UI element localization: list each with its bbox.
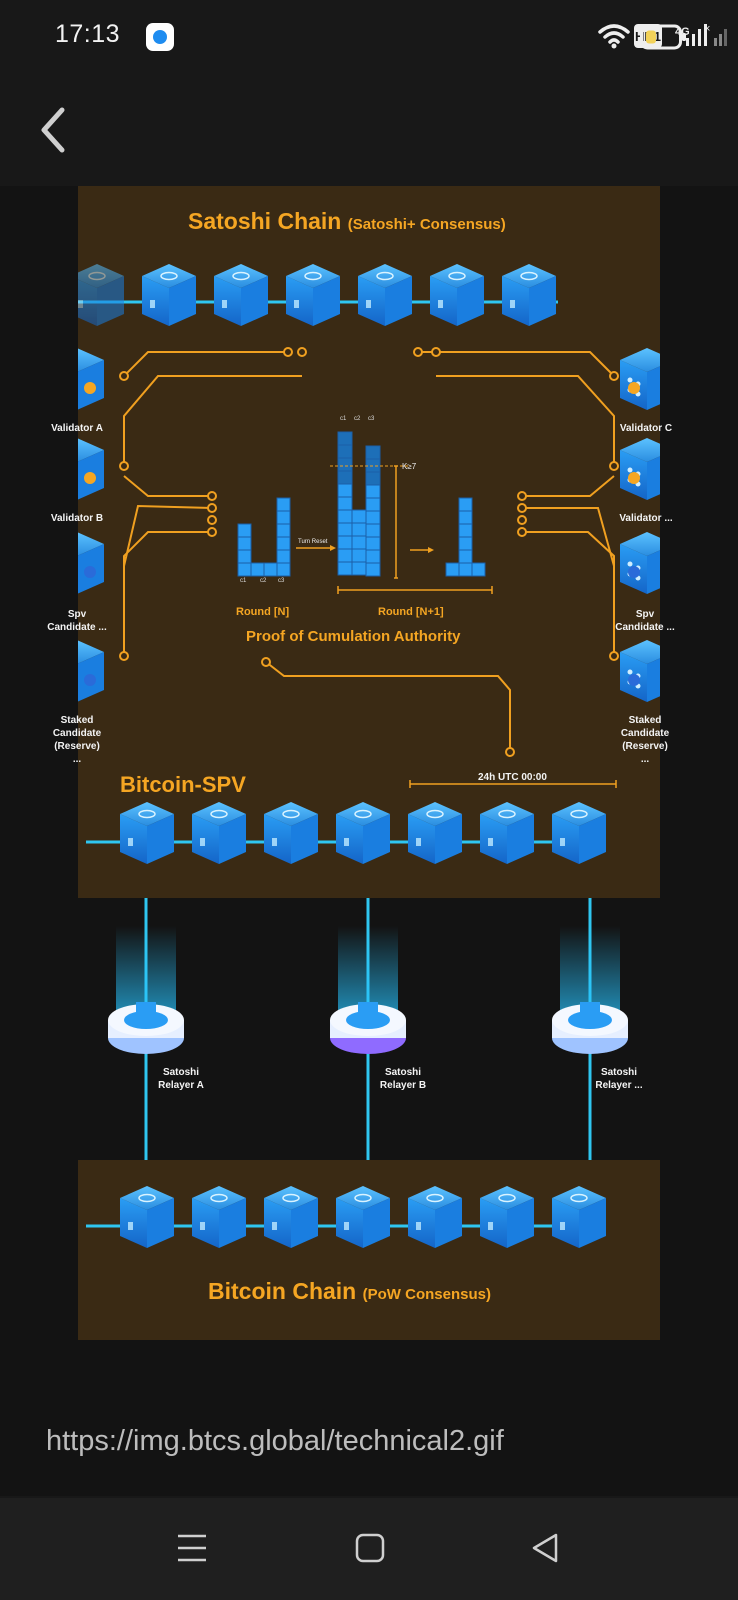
status-icons: HD1 4G ×	[598, 23, 727, 49]
validator-more-label: Validator ...	[619, 513, 673, 524]
col-label-bottom-c2: c2	[260, 578, 267, 584]
back-triangle-icon[interactable]	[530, 1532, 562, 1564]
spv-candidate-right-label: Spv Candidate ...	[615, 609, 675, 633]
validator-c-label: Validator C	[619, 423, 673, 434]
round-n1-bars	[337, 431, 381, 577]
app-toolbar	[0, 76, 738, 186]
validator-b-label: Validator B	[50, 513, 104, 524]
image-url-text[interactable]: https://img.btcs.global/technical2.gif	[46, 1425, 504, 1457]
round-n1-label: Round [N+1]	[378, 606, 444, 618]
col-label-top-c3: c3	[368, 416, 375, 422]
relayer-more-label: Satoshi Relayer ...	[595, 1067, 643, 1091]
relayer-b-label: Satoshi Relayer B	[379, 1067, 427, 1091]
staked-candidate-left-label: Staked Candidate (Reserve) ...	[52, 715, 102, 765]
round-n1-reset-bars	[445, 497, 486, 577]
col-label-top-c1: c1	[340, 416, 347, 422]
validator-a-label: Validator A	[51, 423, 103, 434]
col-label-top-c2: c2	[354, 416, 361, 422]
chevron-left-icon[interactable]	[30, 100, 80, 160]
circuit-lines-right	[418, 351, 615, 656]
satoshi-chain-title: Satoshi Chain (Satoshi+ Consensus)	[188, 208, 506, 234]
turn-reset-label: Turn Reset	[298, 539, 328, 545]
battery-icon	[640, 24, 686, 50]
round-n-bars	[237, 497, 291, 577]
staked-candidate-right-label: Staked Candidate (Reserve) ...	[620, 715, 670, 765]
app-notification-icon	[146, 23, 174, 51]
status-bar: 17:13 HD1 4G ×	[0, 0, 738, 76]
col-label-bottom-c3: c3	[278, 578, 285, 584]
wifi-icon	[598, 24, 630, 49]
relayer-nodes	[108, 926, 628, 1054]
spv-candidate-left-label: Spv Candidate ...	[47, 609, 107, 633]
round-n-label: Round [N]	[236, 606, 290, 618]
bitcoin-chain-panel	[78, 1160, 660, 1340]
status-time: 17:13	[55, 20, 121, 48]
relayer-a-label: Satoshi Relayer A	[158, 1067, 204, 1091]
recent-apps-icon[interactable]	[176, 1532, 208, 1564]
utc-connector	[265, 661, 511, 752]
system-nav-bar	[0, 1498, 738, 1600]
circuit-lines-left	[123, 351, 302, 656]
col-label-bottom-c1: c1	[240, 578, 247, 584]
home-icon[interactable]	[354, 1532, 386, 1564]
validator-cubes-right	[620, 348, 660, 702]
bitcoin-spv-title: Bitcoin-SPV	[120, 772, 246, 797]
technical-diagram-image: Satoshi Chain (Satoshi+ Consensus) Valid…	[47, 186, 675, 1340]
cellular-signal-no-service-icon: ×	[704, 23, 727, 46]
utc-label: 24h UTC 00:00	[478, 772, 547, 783]
bitcoin-chain-title: Bitcoin Chain (PoW Consensus)	[208, 1278, 491, 1304]
validator-cubes-left	[78, 348, 104, 702]
svg-text:×: ×	[704, 23, 710, 35]
poca-label: Proof of Cumulation Authority	[246, 628, 461, 645]
k-threshold-label: K≥7	[402, 462, 417, 471]
